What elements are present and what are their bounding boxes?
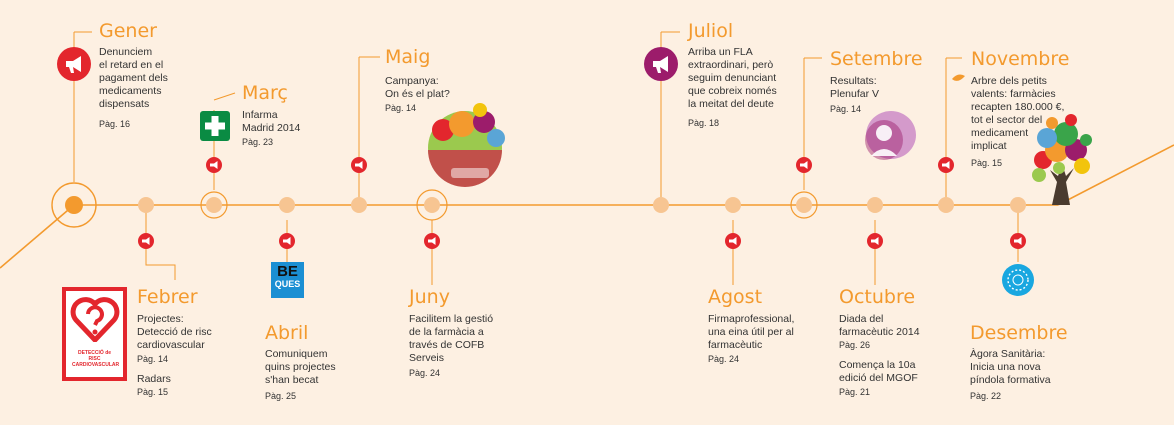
timeline-dot-agost [725,197,741,213]
food-plate-illustration [428,103,505,187]
month-label-agost: Agost [708,286,763,308]
event-desc-desembre: Àgora Sanitària: Inicia una nova píndola… [970,348,1051,386]
timeline-dot-setembre-ring [790,191,818,219]
be-badge-line1: BE [277,263,298,280]
megaphone-icon [938,157,954,173]
timeline-dot-maig [351,197,367,213]
timeline-dot-marc [206,197,222,213]
event-desc-maig: Campanya: On és el plat? [385,75,450,100]
event-desc-setembre: Resultats: Plenufar V [830,75,880,100]
event-desc-marc: Infarma Madrid 2014 [242,109,301,134]
megaphone-icon [424,233,440,249]
page-ref-juny: Pàg. 24 [409,368,441,378]
page-ref-marc: Pàg. 23 [242,137,274,147]
timeline-dot-juny [424,197,440,213]
heart-question-icon [70,297,120,342]
event-extra-octubre: Comença la 10a edició del MGOF [839,359,918,384]
page-ref-juliol: Pàg. 18 [688,118,720,128]
leaf-icon [952,74,965,81]
page-ref-desembre: Pàg. 22 [970,391,1002,401]
timeline-dots [51,182,1026,228]
megaphone-icon [867,233,883,249]
page-extra-octubre: Pàg. 21 [839,387,871,397]
event-desc-febrer: Projectes: Detecció de risc cardiovascul… [137,313,212,351]
poster-caption: DETECCIÓ de RISC CARDIOVASCULAR [72,350,120,368]
timeline-dot-juny-ring [416,189,448,221]
month-label-juliol: Juliol [688,20,734,42]
month-label-desembre: Desembre [970,322,1068,344]
page-ref-febrer: Pàg. 14 [137,354,169,364]
timeline-dot-febrer [138,197,154,213]
page-ref-novembre: Pàg. 15 [971,158,1003,168]
timeline-dot-octubre [867,197,883,213]
pharmacy-cross-icon [200,111,230,141]
timeline-dot-marc-ring [200,191,228,219]
event-desc-juliol: Arriba un FLA extraordinari, però seguim… [688,46,777,110]
event-desc-novembre: Arbre dels petits valents: farmàcies rec… [971,75,1065,152]
page-extra-febrer: Pàg. 15 [137,387,169,397]
timeline-dot-juliol [653,197,669,213]
event-desc-abril: Comuniquem quins projectes s'han becat [265,348,336,386]
timeline-line [0,144,1174,269]
page-ref-abril: Pàg. 25 [265,391,297,401]
be-ques-badge: BE QUES [271,262,304,298]
timeline-dot-gener-ring [51,182,97,228]
megaphone-icon [206,157,222,173]
timeline-dot-abril [279,197,295,213]
event-extra-febrer: Radars [137,373,171,385]
tree-illustration [1032,114,1092,205]
month-label-juny: Juny [409,286,450,308]
event-desc-gener: Denunciem el retard en el pagament dels … [99,46,168,110]
cardiovascular-poster: DETECCIÓ de RISC CARDIOVASCULAR [62,287,127,381]
megaphone-icon [351,157,367,173]
megaphone-icon [138,233,154,249]
timeline-dot-novembre [938,197,954,213]
page-ref-gener: Pàg. 16 [99,119,131,129]
month-label-abril: Abril [265,322,309,344]
megaphone-icon [644,47,678,81]
megaphone-markers [138,157,1026,249]
month-label-maig: Maig [385,46,431,68]
timeline-dot-setembre [796,197,812,213]
month-label-octubre: Octubre [839,286,916,308]
month-label-setembre: Setembre [830,48,923,70]
event-desc-agost: Firmaprofessional, una eina útil per al … [708,313,795,351]
megaphone-icon [279,233,295,249]
timeline-dot-gener [65,196,83,214]
face-silhouette-illustration [865,111,916,160]
megaphone-icon [796,157,812,173]
page-ref-setembre: Pàg. 14 [830,104,862,114]
month-label-marc: Març [242,82,288,104]
page-ref-maig: Pàg. 14 [385,103,417,113]
megaphone-icon [725,233,741,249]
month-label-novembre: Novembre [971,48,1070,70]
megaphone-icon [57,47,91,81]
timeline-dot-desembre [1010,197,1026,213]
mandala-icon [1002,264,1034,296]
page-ref-octubre: Pàg. 26 [839,340,871,350]
megaphone-icon [1010,233,1026,249]
month-label-febrer: Febrer [137,286,198,308]
be-badge-line2: QUES [274,279,301,289]
month-label-gener: Gener [99,20,157,42]
event-desc-octubre: Diada del farmacèutic 2014 [839,313,920,338]
event-desc-juny: Facilitem la gestió de la farmàcia a tra… [409,313,494,364]
page-ref-agost: Pàg. 24 [708,354,740,364]
